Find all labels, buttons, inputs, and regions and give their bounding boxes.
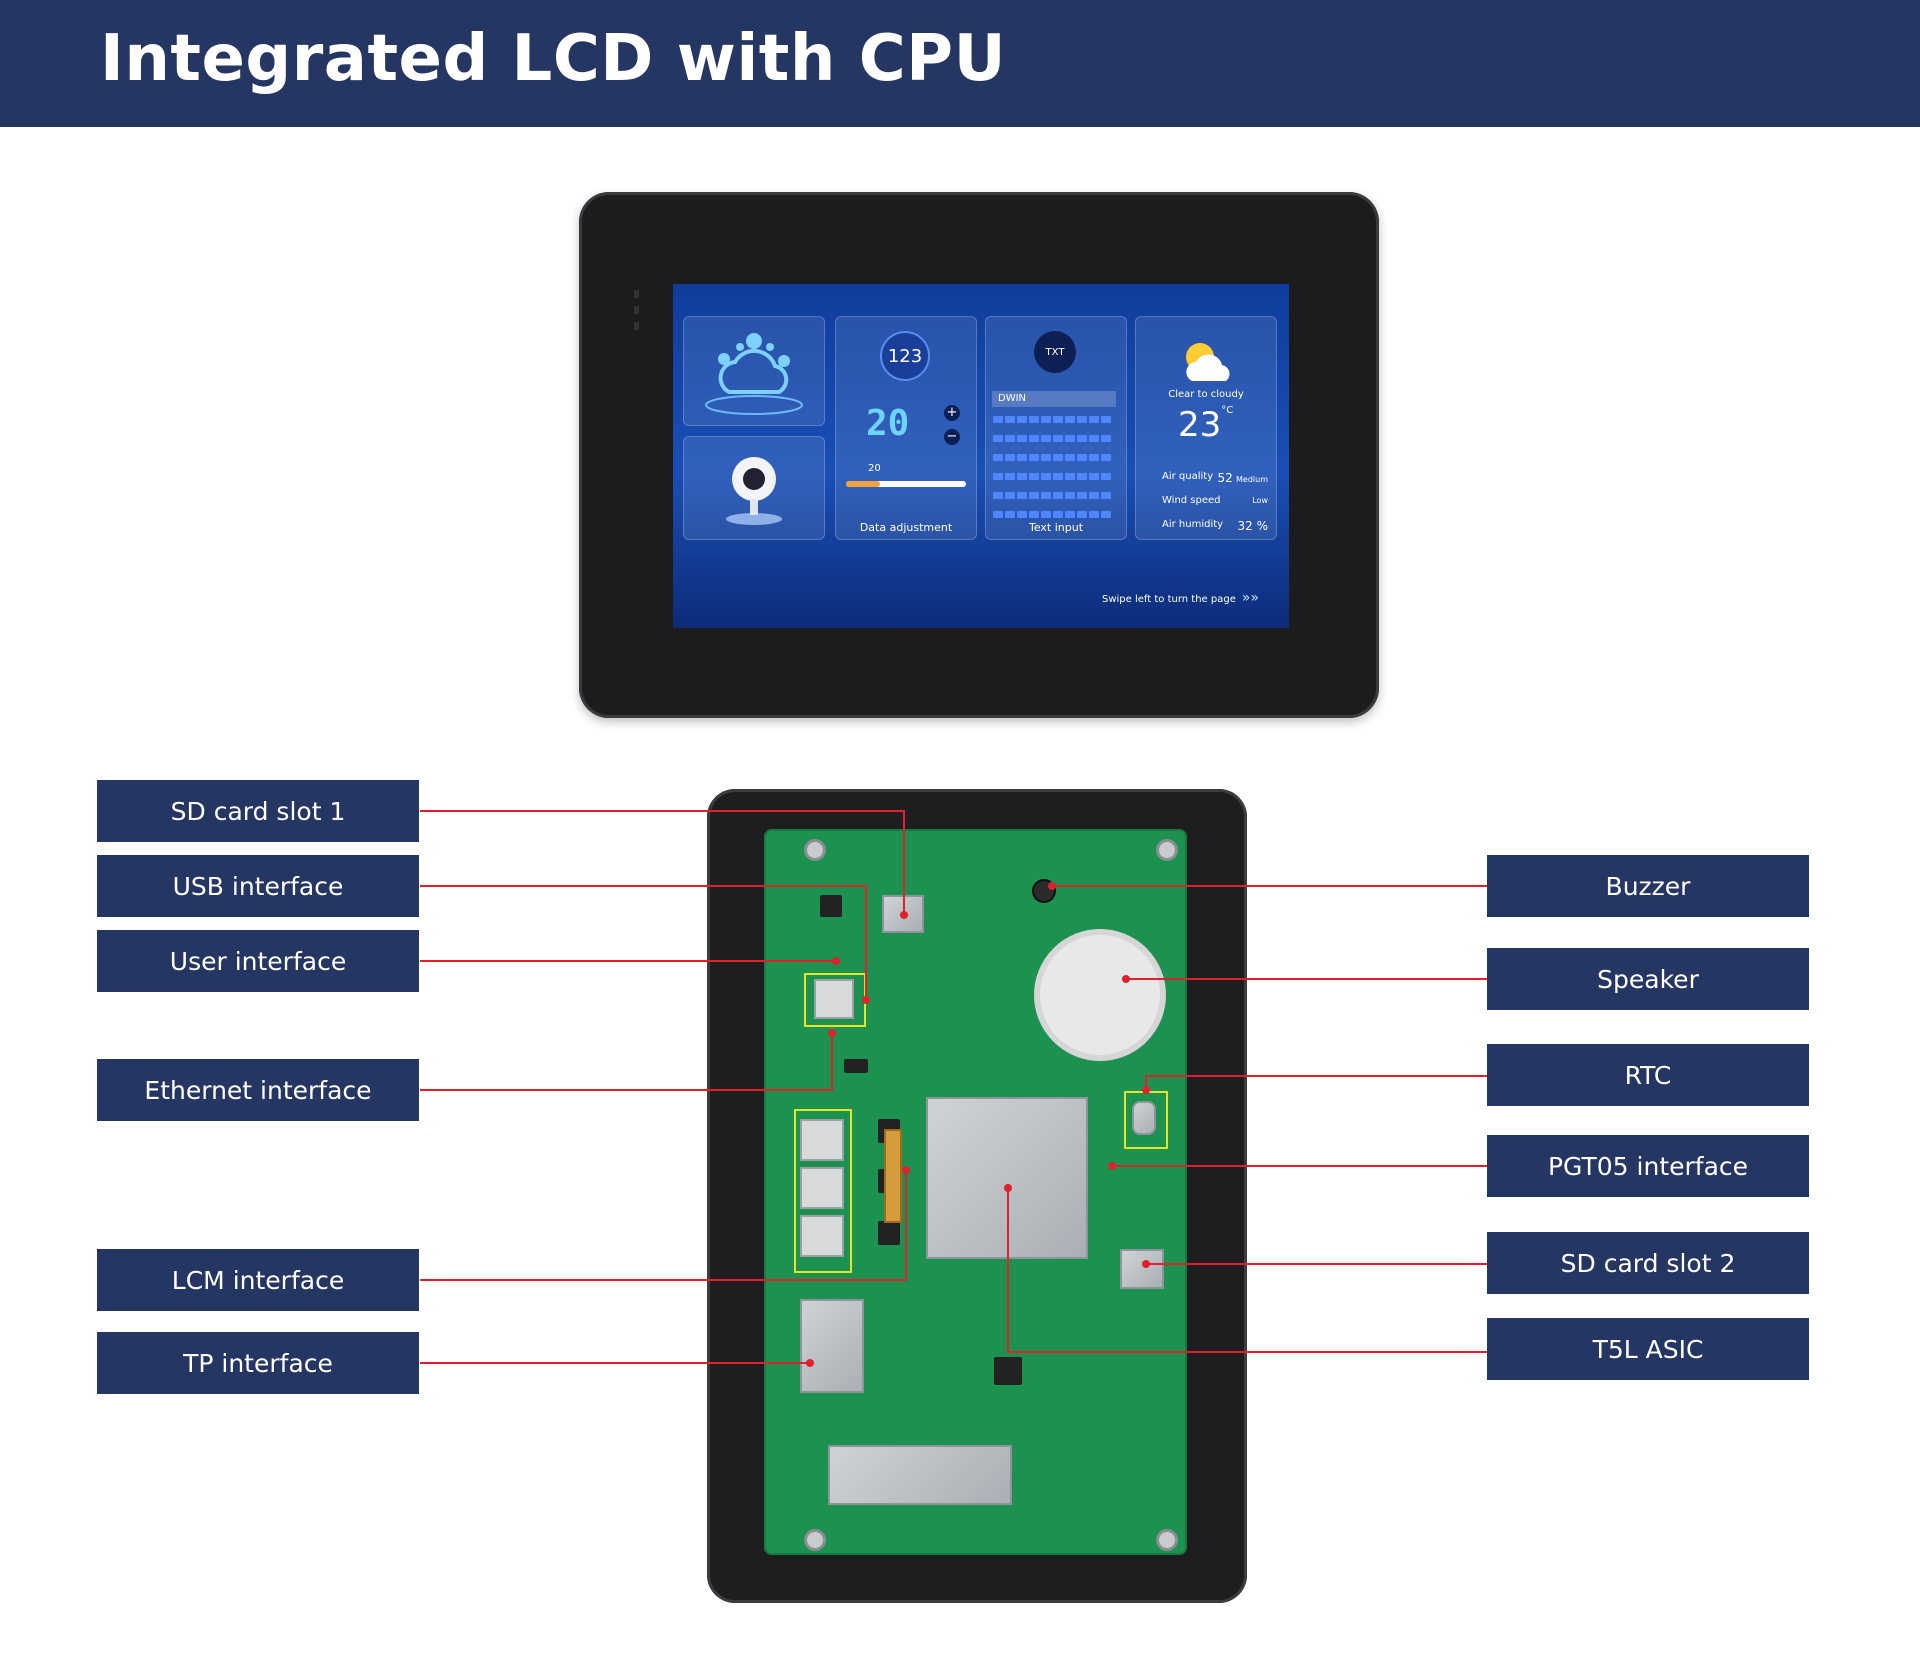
speaker-grille — [1034, 929, 1166, 1061]
rtc-battery — [1132, 1101, 1156, 1135]
label-t5l-asic: T5L ASIC — [1487, 1318, 1809, 1380]
double-chevron-right-icon: »» — [1241, 590, 1259, 606]
rj45-port — [800, 1119, 844, 1161]
temperature: 23°C — [1178, 405, 1234, 445]
tile-label-data-adjustment: Data adjustment — [859, 521, 953, 534]
highlight-user-interface — [804, 973, 866, 1027]
on-screen-keyboard[interactable] — [992, 409, 1118, 518]
label-usb-interface: USB interface — [97, 855, 419, 917]
lcm-connector — [884, 1129, 902, 1223]
label-speaker: Speaker — [1487, 948, 1809, 1010]
slider-value: 20 — [868, 463, 881, 474]
label-sd-card-slot-2: SD card slot 2 — [1487, 1232, 1809, 1294]
chip — [994, 1357, 1022, 1385]
mount-hole — [1156, 1529, 1178, 1551]
sd-card-slot-1 — [882, 895, 924, 933]
chip — [878, 1221, 900, 1245]
label-sd-card-slot-1: SD card slot 1 — [97, 780, 419, 842]
txt-icon: TXT — [1034, 331, 1076, 373]
tile-data-adjustment: 123 20 + − 20 Data adjustment — [835, 316, 977, 540]
heatsink-plate — [828, 1445, 1012, 1505]
highlight-rtc — [1124, 1091, 1168, 1149]
camera-icon — [726, 457, 782, 525]
bezel-indicators — [634, 290, 640, 338]
mount-hole — [1156, 839, 1178, 861]
mount-hole — [804, 839, 826, 861]
sun-cloud-icon — [1186, 343, 1230, 381]
label-buzzer: Buzzer — [1487, 855, 1809, 917]
label-rtc: RTC — [1487, 1044, 1809, 1106]
label-ethernet-interface: Ethernet interface — [97, 1059, 419, 1121]
chip — [820, 895, 842, 917]
cloud-icon — [705, 333, 803, 415]
page-title: Integrated LCD with CPU — [100, 22, 1007, 96]
page-header: Integrated LCD with CPU — [0, 0, 1920, 127]
label-lcm-interface: LCM interface — [97, 1249, 419, 1311]
label-pgt05-interface: PGT05 interface — [1487, 1135, 1809, 1197]
temperature-unit: °C — [1221, 405, 1234, 416]
t5l-asic-shield — [926, 1097, 1088, 1259]
tile-camera — [683, 436, 825, 540]
swipe-hint: Swipe left to turn the page»» — [1102, 590, 1259, 606]
tile-text-input: TXT DWIN Text input — [985, 316, 1127, 540]
tile-label-text-input: Text input — [1028, 521, 1084, 534]
minus-button-icon[interactable]: − — [944, 429, 960, 445]
text-field[interactable]: DWIN — [992, 391, 1116, 407]
mount-hole — [804, 1529, 826, 1551]
weather-row-air-humidity: Air humidity 32 % — [1162, 519, 1268, 533]
weather-condition: Clear to cloudy — [1168, 389, 1244, 400]
plus-button-icon[interactable]: + — [944, 405, 960, 421]
buzzer — [1032, 879, 1056, 903]
lcd-screen: 123 20 + − 20 Data adjustment TXT DWIN T… — [673, 284, 1289, 628]
weather-row-wind-speed: Wind speed Low — [1162, 495, 1268, 506]
weather-row-air-quality: Air quality 52 Medium — [1162, 471, 1268, 485]
data-slider[interactable] — [846, 481, 966, 487]
sd-card-slot-2 — [1120, 1249, 1164, 1289]
tile-weather: Clear to cloudy 23°C Air quality 52 Medi… — [1135, 316, 1277, 540]
label-tp-interface: TP interface — [97, 1332, 419, 1394]
label-user-interface: User interface — [97, 930, 419, 992]
highlight-ethernet — [794, 1109, 852, 1273]
tile-cloud — [683, 316, 825, 426]
pcb-board — [764, 829, 1187, 1555]
tp-connector — [800, 1299, 864, 1393]
data-value: 20 — [866, 403, 910, 444]
chip — [844, 1059, 868, 1073]
number-badge: 123 — [880, 331, 930, 381]
